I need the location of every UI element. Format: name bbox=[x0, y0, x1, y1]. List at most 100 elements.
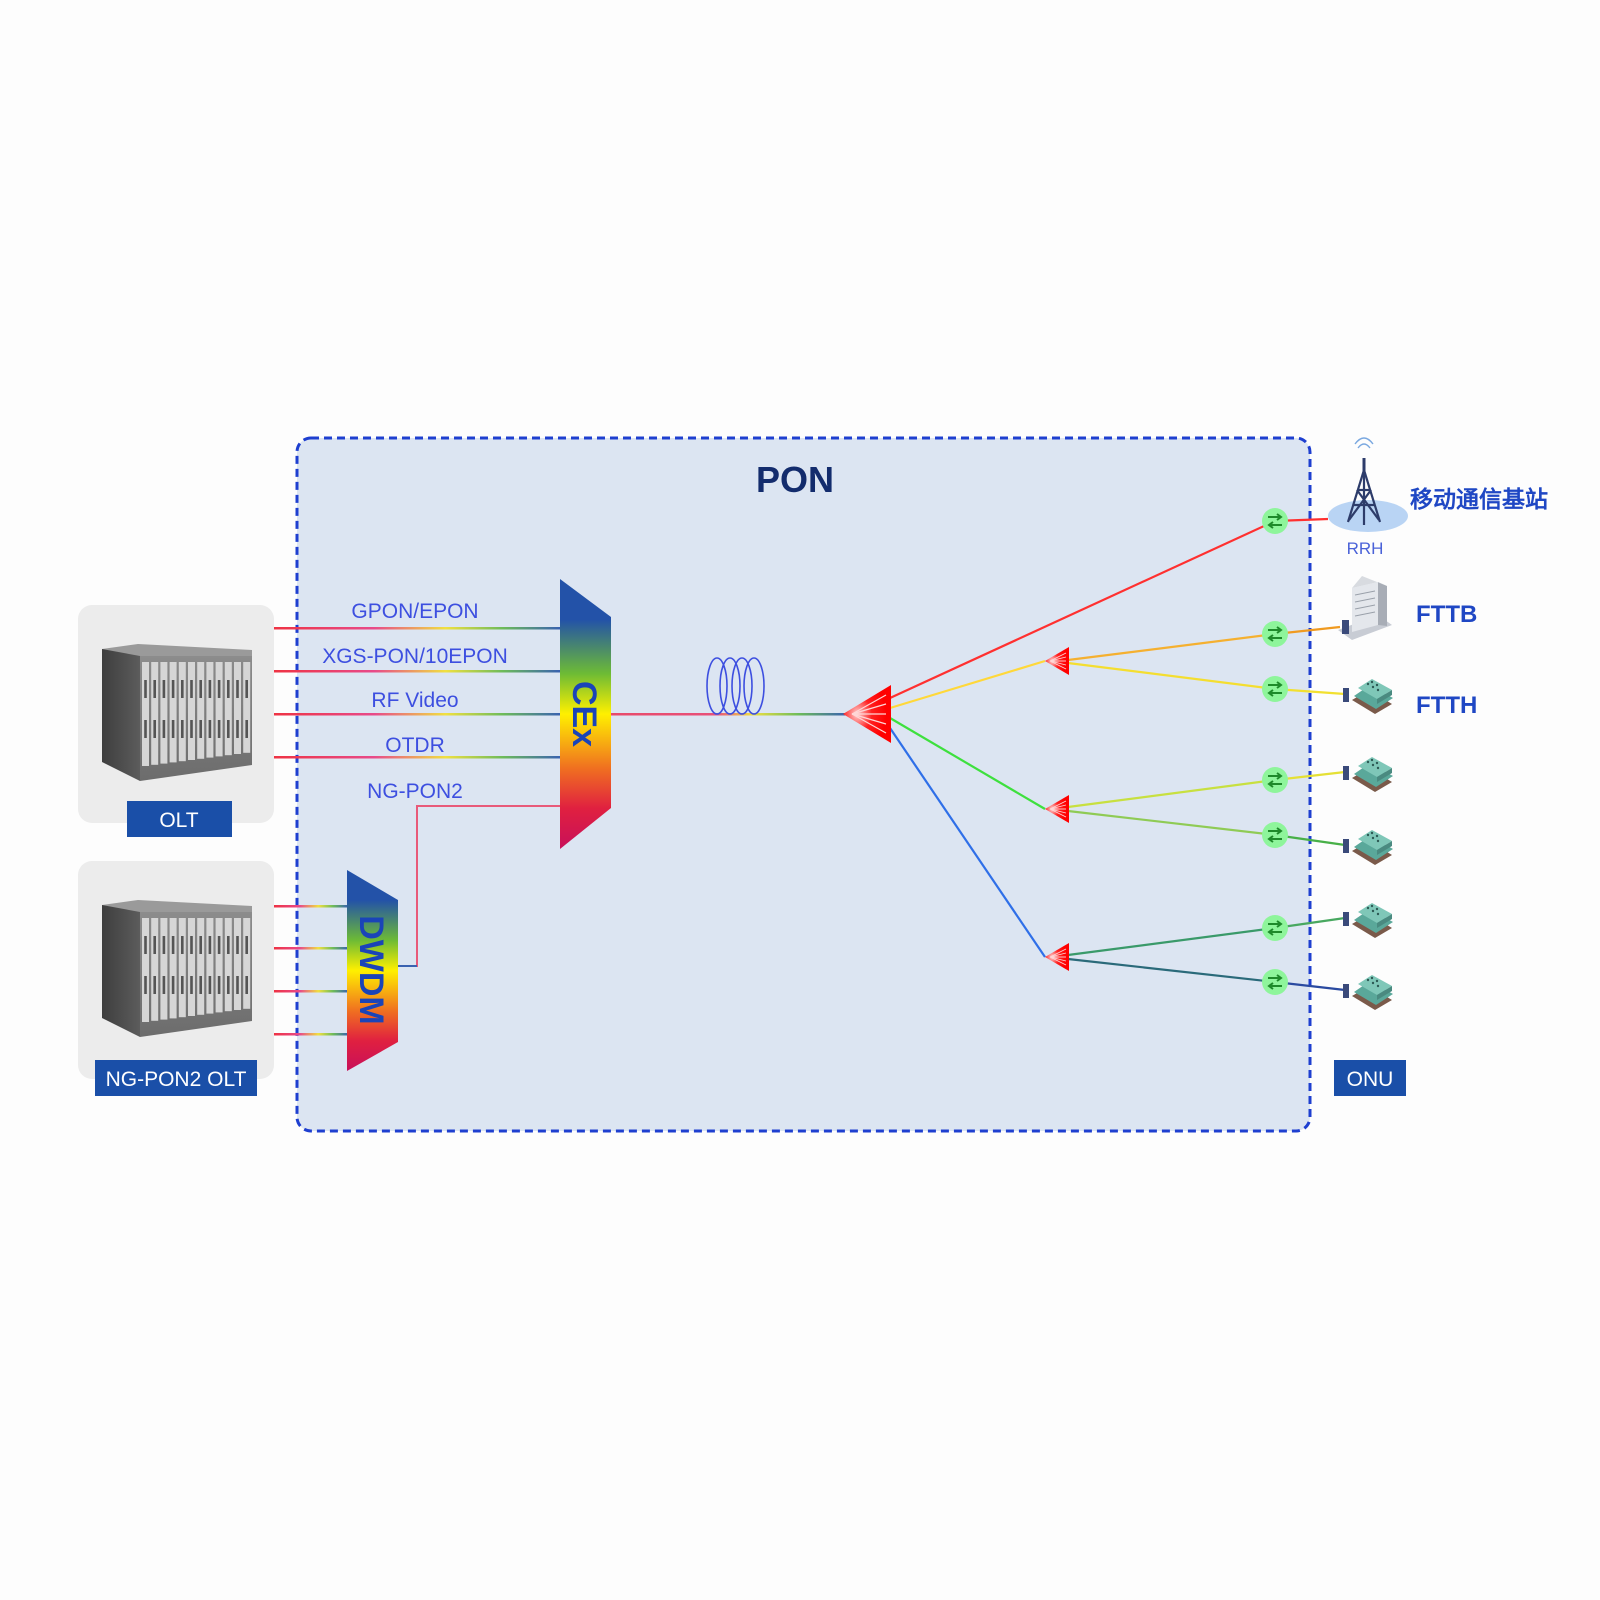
channel-label-xgspon-10epon: XGS-PON/10EPON bbox=[322, 645, 508, 668]
slot-port bbox=[245, 976, 248, 994]
slot-port bbox=[171, 680, 175, 698]
rack-slot bbox=[206, 662, 214, 758]
channel-label-ng-pon2: NG-PON2 bbox=[367, 780, 463, 803]
channel-label-gpon-epon: GPON/EPON bbox=[351, 600, 478, 623]
slot-port bbox=[162, 936, 166, 954]
rack-slot bbox=[160, 662, 168, 764]
slot-port bbox=[217, 936, 221, 954]
slot-port bbox=[153, 936, 156, 954]
dwdm-mux[interactable]: DWDM bbox=[347, 870, 398, 1071]
slot-port bbox=[153, 680, 156, 698]
slot-port bbox=[217, 720, 221, 738]
rack-slot bbox=[206, 918, 214, 1014]
olt-channel-fibers bbox=[274, 627, 560, 759]
slot-port bbox=[162, 720, 166, 738]
onu-transceiver-icon[interactable] bbox=[1262, 915, 1288, 941]
slot-port bbox=[199, 720, 202, 738]
rrh-label: RRH bbox=[1347, 539, 1384, 558]
slot-port bbox=[227, 976, 230, 994]
slot-port bbox=[199, 976, 202, 994]
rack-slot bbox=[151, 662, 159, 765]
cex-label: CEx bbox=[565, 681, 603, 747]
slot-port bbox=[217, 680, 221, 698]
slot-port bbox=[181, 680, 184, 698]
rack-slot bbox=[160, 918, 168, 1020]
distribution-fibers bbox=[889, 517, 1346, 992]
slot-port bbox=[208, 680, 212, 698]
slot-port bbox=[245, 680, 248, 698]
slot-port bbox=[245, 720, 248, 738]
fttb-building-icon bbox=[1338, 576, 1392, 640]
slot-port bbox=[144, 936, 147, 954]
cex-combiner[interactable]: CEx bbox=[560, 579, 611, 849]
slot-port bbox=[162, 976, 166, 994]
house-icon bbox=[1343, 830, 1393, 865]
rack-slot bbox=[169, 662, 177, 763]
fiber-rfvideo bbox=[274, 713, 560, 716]
olt-rack-icon bbox=[102, 644, 252, 781]
slot-port bbox=[171, 936, 175, 954]
slot-port bbox=[227, 936, 230, 954]
rack-slot bbox=[234, 918, 241, 1010]
rack-slot bbox=[243, 662, 251, 753]
slot-port bbox=[144, 720, 147, 738]
onu-transceiver-icon[interactable] bbox=[1262, 621, 1288, 647]
onu-label: ONU bbox=[1347, 1068, 1394, 1091]
slot-port bbox=[208, 720, 212, 738]
slot-port bbox=[227, 680, 230, 698]
slot-port bbox=[153, 976, 156, 994]
primary-splitter[interactable] bbox=[843, 685, 891, 743]
house-icon bbox=[1343, 757, 1393, 792]
slot-port bbox=[171, 976, 175, 994]
slot-port bbox=[190, 720, 193, 738]
rack-slot bbox=[197, 662, 205, 759]
ngpon2-olt-device[interactable]: NG-PON2 OLT bbox=[78, 861, 274, 1096]
rack-slot bbox=[142, 918, 149, 1022]
secondary-splitter[interactable] bbox=[1045, 795, 1069, 823]
ngpon2-olt-label: NG-PON2 OLT bbox=[106, 1068, 247, 1091]
slot-port bbox=[199, 936, 202, 954]
dwdm-label: DWDM bbox=[352, 915, 390, 1025]
house-icon bbox=[1343, 903, 1393, 938]
rack-slot bbox=[188, 918, 195, 1016]
base-station-icon bbox=[1328, 437, 1408, 532]
channel-label-otdr: OTDR bbox=[385, 734, 445, 757]
slot-port bbox=[208, 936, 212, 954]
rack-slot bbox=[243, 918, 251, 1009]
secondary-splitter[interactable] bbox=[1045, 943, 1069, 971]
rack-slot bbox=[224, 662, 232, 756]
slot-port bbox=[236, 680, 239, 698]
slot-port bbox=[190, 976, 193, 994]
onu-transceiver-icon[interactable] bbox=[1262, 767, 1288, 793]
olt-badge bbox=[127, 801, 232, 837]
onu-transceiver-icon[interactable] bbox=[1262, 822, 1288, 848]
house-icon bbox=[1343, 679, 1393, 714]
fttb-label: FTTB bbox=[1416, 601, 1477, 628]
ngpon2-fiber bbox=[397, 805, 560, 967]
slot-port bbox=[236, 720, 239, 738]
onu-transceiver-icon[interactable] bbox=[1262, 969, 1288, 995]
slot-port bbox=[208, 976, 212, 994]
rack-slot bbox=[151, 918, 159, 1021]
house-icon bbox=[1343, 975, 1393, 1010]
rack-slot bbox=[169, 918, 177, 1019]
fiber-xgspon bbox=[274, 670, 560, 673]
ngpon2-olt-badge bbox=[95, 1060, 257, 1096]
rack-slot bbox=[178, 918, 186, 1018]
olt-device[interactable]: OLT bbox=[78, 605, 274, 837]
slot-port bbox=[199, 680, 202, 698]
slot-port bbox=[153, 720, 156, 738]
rack-slot bbox=[188, 662, 195, 760]
slot-port bbox=[227, 720, 230, 738]
rack-slot bbox=[234, 662, 241, 754]
onu-transceiver-icon[interactable] bbox=[1262, 508, 1288, 534]
fiber-gpon bbox=[274, 627, 560, 630]
rack-slot bbox=[224, 918, 232, 1012]
secondary-splitter[interactable] bbox=[1045, 647, 1069, 675]
slot-port bbox=[181, 720, 184, 738]
slot-port bbox=[236, 976, 239, 994]
slot-port bbox=[144, 680, 147, 698]
onu-transceiver-icon[interactable] bbox=[1262, 676, 1288, 702]
rack-slot bbox=[197, 918, 205, 1015]
